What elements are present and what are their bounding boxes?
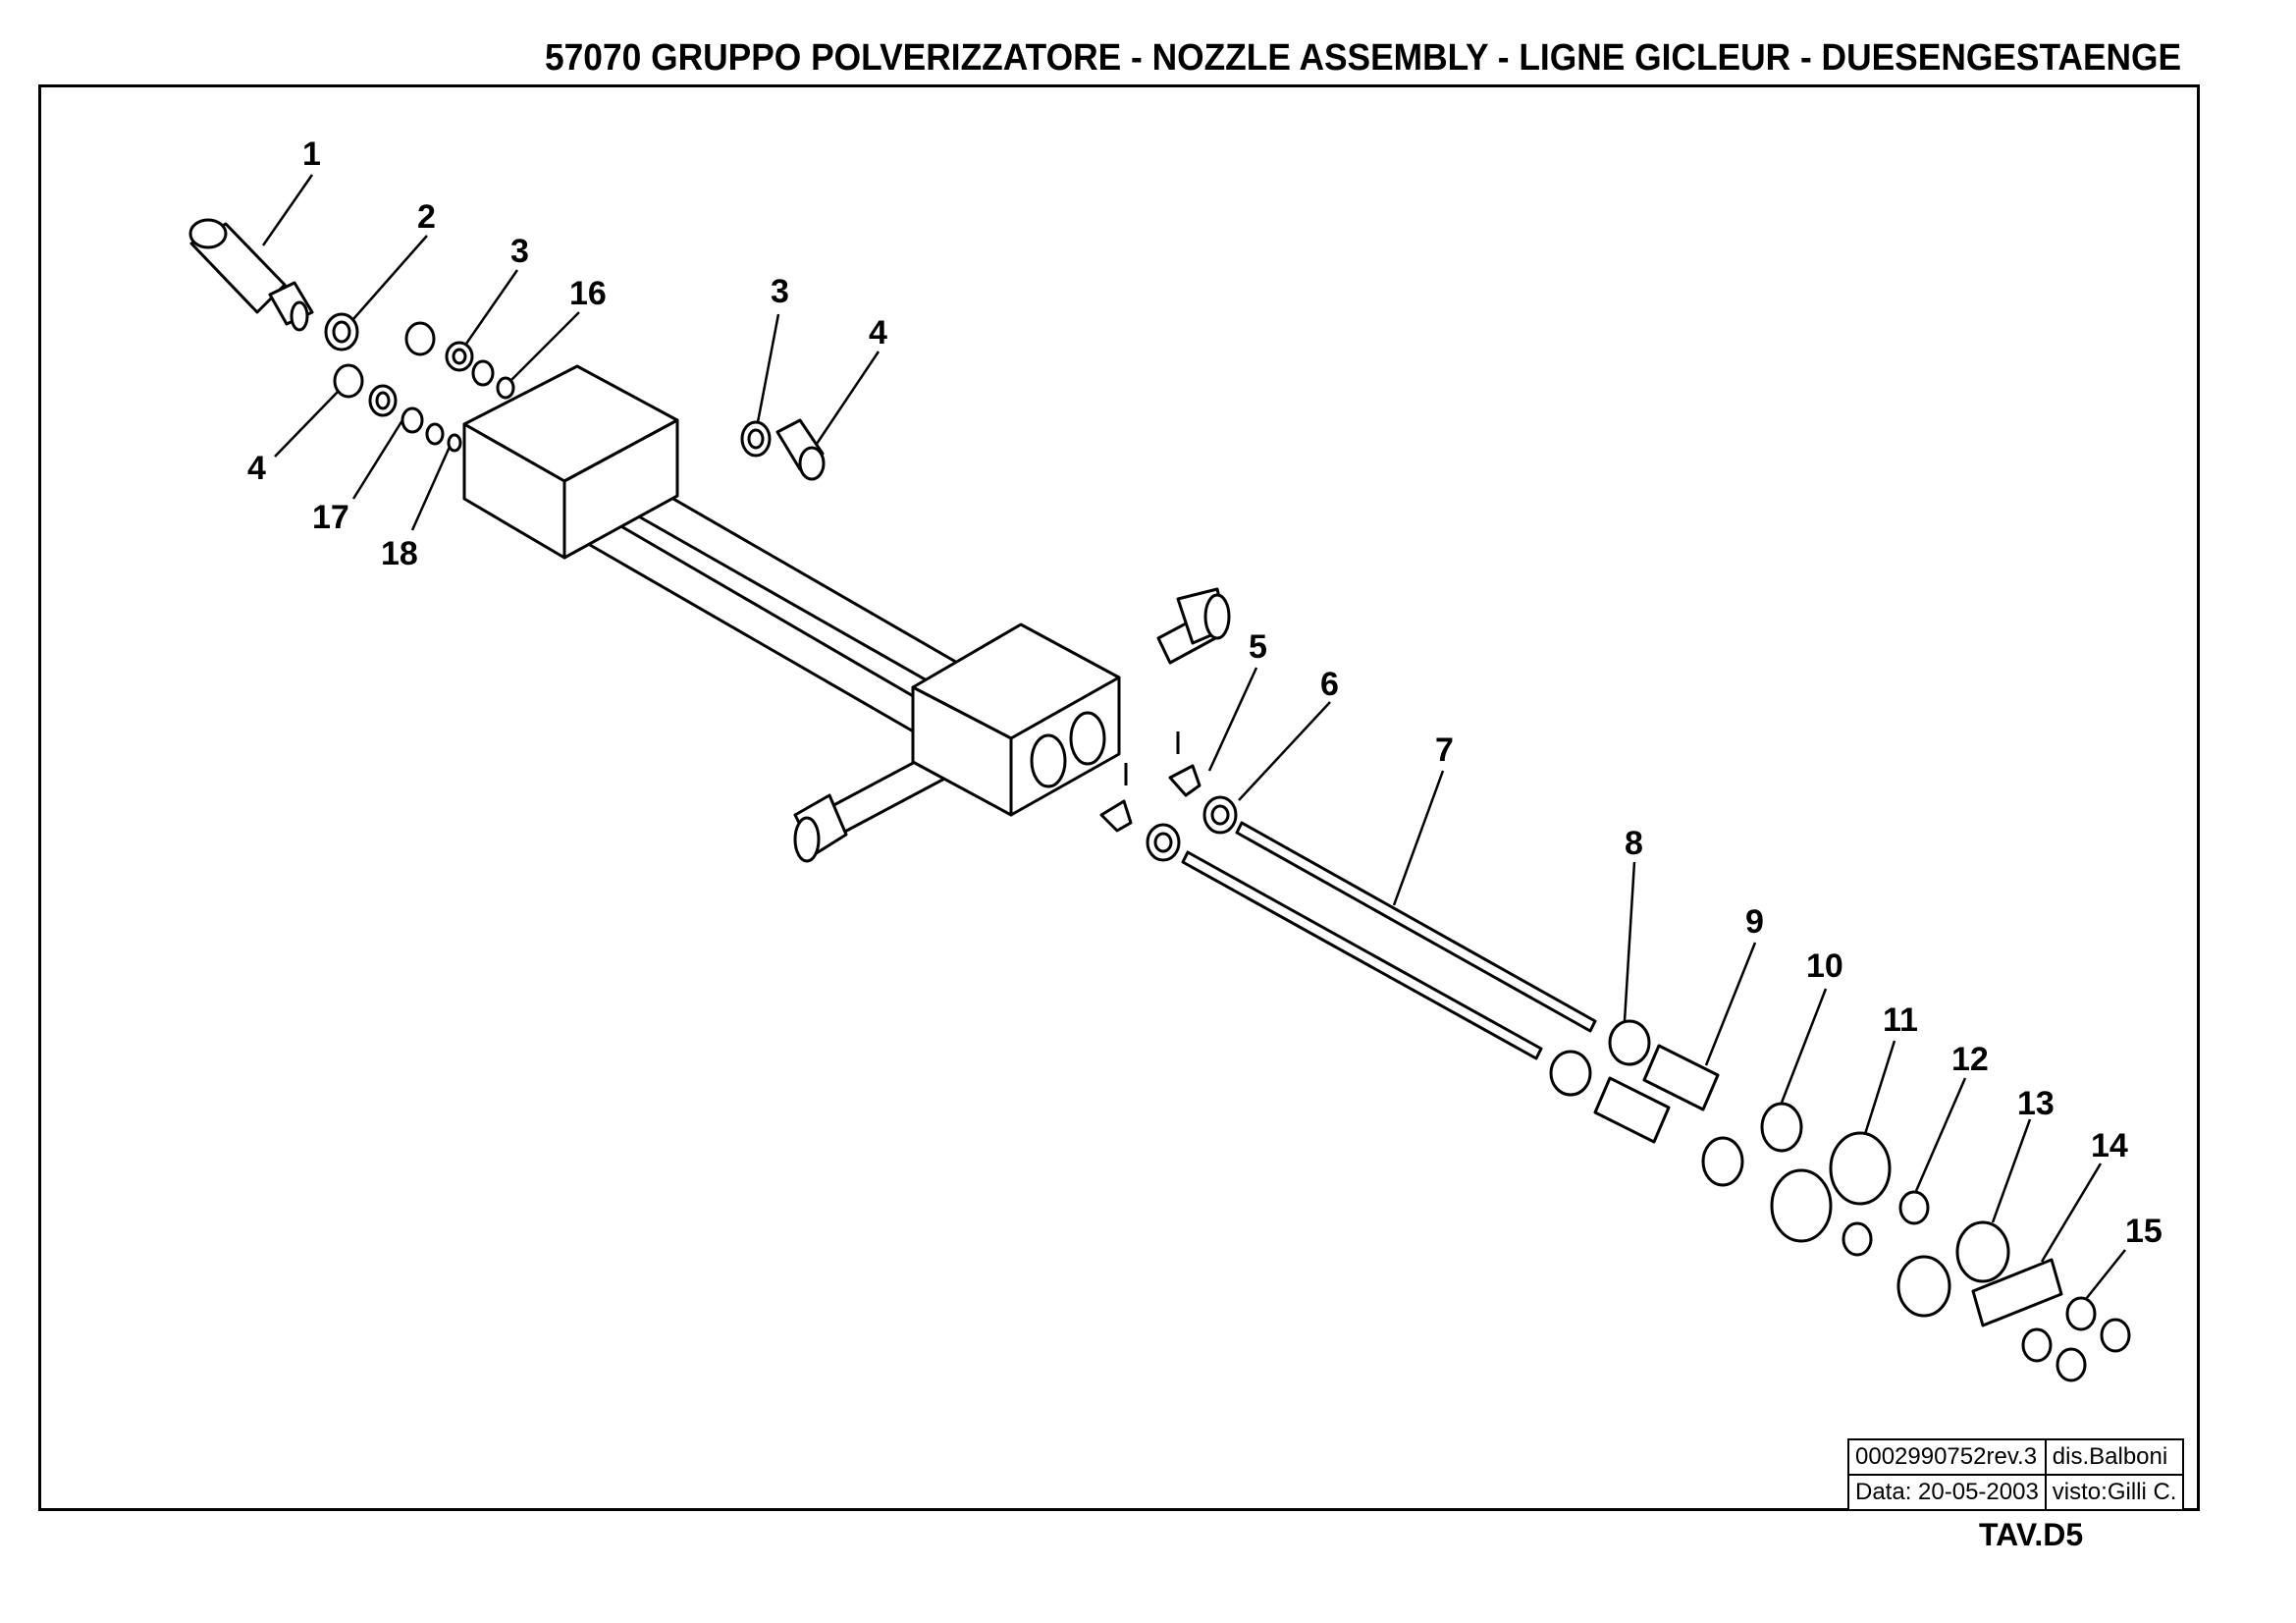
callout-12: 12 [1951,1041,1989,1078]
callout-numbers: 1 2 3 16 3 4 4 17 18 5 6 7 8 9 10 11 12 … [247,135,2163,1250]
callout-1: 1 [302,135,321,173]
checked-by: visto:Gilli C. [2044,1474,2185,1511]
parts-8-to-15 [1549,1019,2131,1382]
callout-11: 11 [1883,1001,1918,1039]
part-4-plug [775,418,826,481]
drawing-number: 0002990752rev.3 [1847,1438,2047,1476]
distribution-block [793,587,1231,863]
drawing-title: 57070 GRUPPO POLVERIZZATORE - NOZZLE ASS… [545,37,2182,79]
callout-7: 7 [1435,731,1454,769]
drawing-frame [38,84,2200,1511]
callout-13: 13 [2017,1085,2055,1122]
callout-14: 14 [2091,1127,2128,1164]
main-block [462,364,679,560]
callout-2: 2 [417,198,436,236]
callout-16: 16 [569,275,607,312]
part-6-bushing [1146,795,1238,862]
drawn-by: dis.Balboni [2044,1438,2185,1476]
callout-8: 8 [1625,825,1643,862]
callout-18: 18 [381,535,418,572]
callout-10: 10 [1806,947,1843,985]
leader-lines [261,174,2126,1300]
callout-4: 4 [247,450,266,487]
callout-15: 15 [2125,1213,2163,1250]
title-block: 0002990752rev.3 dis.Balboni Data: 20-05-… [1847,1438,2185,1511]
callout-6: 6 [1320,666,1339,703]
part-5-tip [1099,731,1201,833]
callout-3b: 3 [771,273,789,310]
callout-17: 17 [312,499,349,536]
drawing-date: Data: 20-05-2003 [1847,1474,2047,1511]
callout-9: 9 [1745,903,1764,941]
part-7-needles [1181,821,1597,1060]
callout-5: 5 [1249,628,1267,666]
callout-3: 3 [510,233,529,270]
small-parts-upper [404,321,515,400]
small-parts-lower [333,363,462,453]
part-1-connector [188,218,314,332]
callout-4b: 4 [869,314,887,352]
sheet-number: TAV.D5 [1979,1517,2084,1552]
